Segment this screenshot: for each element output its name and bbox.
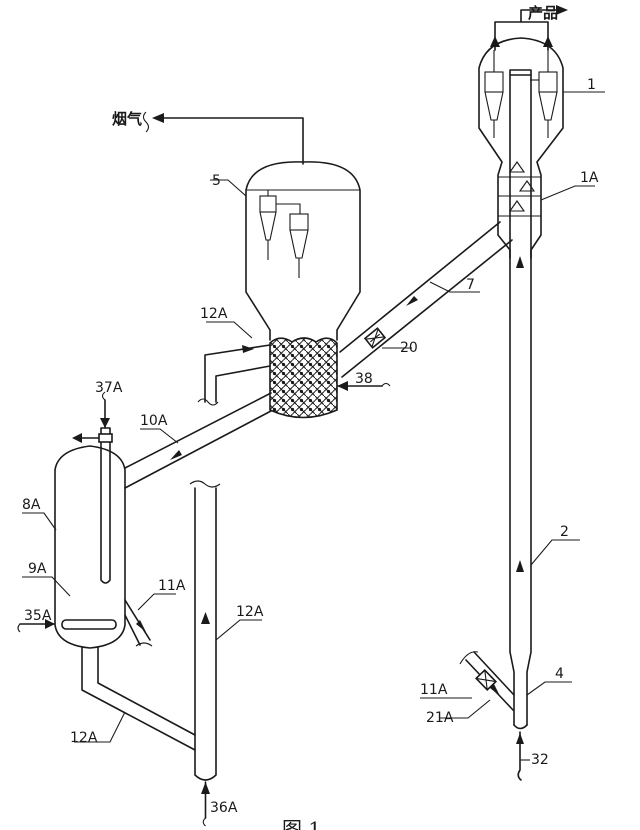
regenerator bbox=[152, 113, 391, 419]
arrow-icon bbox=[242, 345, 254, 353]
label-flue-gas: 烟气 bbox=[112, 110, 142, 128]
leader-lines bbox=[22, 91, 605, 761]
feed-32-line bbox=[517, 731, 522, 781]
label-11A-right: 11A bbox=[420, 682, 448, 698]
up-arrow-icon bbox=[516, 560, 524, 572]
up-arrow-icon bbox=[201, 612, 210, 624]
arrow-icon bbox=[337, 381, 348, 391]
label-36A: 36A bbox=[210, 800, 238, 816]
line-10A bbox=[124, 392, 272, 489]
arrow-icon bbox=[406, 296, 418, 306]
disengager-vessel bbox=[478, 37, 564, 259]
label-5: 5 bbox=[212, 173, 221, 189]
up-arrow-icon bbox=[516, 733, 524, 744]
label-21A: 21A bbox=[426, 710, 454, 726]
label-4: 4 bbox=[555, 666, 564, 682]
arrow-icon bbox=[45, 619, 55, 629]
arrow-icon bbox=[72, 433, 82, 443]
steam-37A-tube bbox=[100, 427, 111, 584]
label-12A-mid: 12A bbox=[236, 604, 264, 620]
catalyst-bed bbox=[269, 337, 338, 419]
label-20: 20 bbox=[400, 340, 418, 356]
line-12A-top bbox=[197, 344, 271, 406]
label-1: 1 bbox=[587, 77, 596, 93]
reactor-cyclone-right bbox=[530, 50, 558, 138]
riser-reactor bbox=[478, 5, 568, 781]
riser-tube bbox=[509, 69, 532, 726]
down-arrow-icon bbox=[100, 418, 110, 428]
arrow-icon bbox=[490, 684, 500, 696]
distributor-ring bbox=[61, 619, 117, 630]
label-product: 产品 bbox=[528, 4, 558, 22]
label-32: 32 bbox=[531, 752, 549, 768]
label-7: 7 bbox=[466, 277, 475, 293]
product-arrow-icon bbox=[556, 5, 568, 15]
label-2: 2 bbox=[560, 524, 569, 540]
label-38: 38 bbox=[355, 371, 373, 387]
label-37A: 37A bbox=[95, 380, 123, 396]
arrow-icon bbox=[136, 620, 146, 632]
label-8A: 8A bbox=[22, 497, 41, 513]
line-11A-left bbox=[124, 599, 153, 647]
label-12A-low: 12A bbox=[70, 730, 98, 746]
label-1A: 1A bbox=[580, 170, 599, 186]
flue-gas-line bbox=[159, 117, 304, 165]
label-9A: 9A bbox=[28, 561, 47, 577]
spent-catalyst-line bbox=[339, 221, 513, 378]
label-35A: 35A bbox=[24, 608, 52, 624]
label-12A-top: 12A bbox=[200, 306, 228, 322]
regenerator-vessel bbox=[245, 161, 361, 341]
regenerator-cyclones bbox=[259, 190, 309, 278]
up-arrow-icon bbox=[516, 256, 524, 268]
line-12A-column bbox=[189, 480, 221, 827]
flue-gas-arrow-icon bbox=[152, 113, 164, 123]
line-11A-right bbox=[459, 651, 515, 711]
reactor-cyclone-left bbox=[484, 50, 504, 138]
label-10A: 10A bbox=[140, 413, 168, 429]
vessel-8A bbox=[17, 391, 196, 751]
figure-caption: 图 1 bbox=[282, 817, 321, 830]
arrow-icon bbox=[170, 450, 182, 460]
up-arrow-icon bbox=[201, 782, 210, 794]
label-11A-left: 11A bbox=[158, 578, 186, 594]
